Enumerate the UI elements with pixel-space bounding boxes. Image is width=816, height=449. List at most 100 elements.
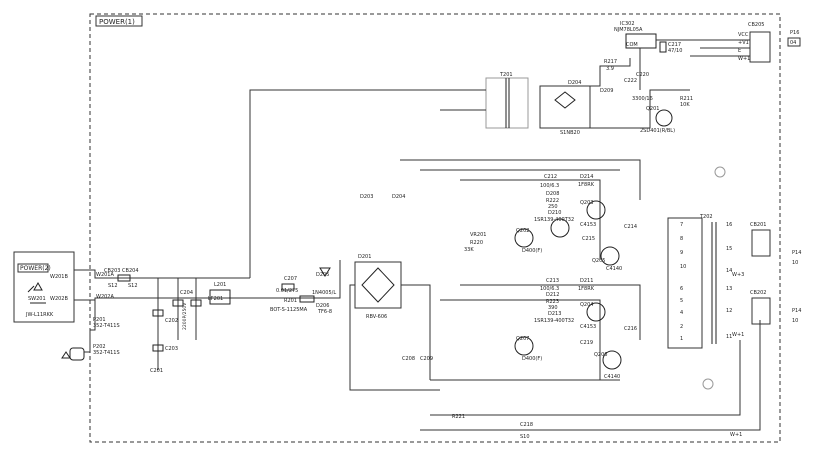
inv-top-d1: D203 bbox=[360, 194, 373, 200]
inv-top-vr: VR201 bbox=[470, 232, 486, 238]
input-w1: W201B bbox=[50, 274, 68, 280]
aux-r1: R217 bbox=[604, 59, 617, 65]
filter-c4: C201 bbox=[150, 368, 163, 374]
out-j1: P14 bbox=[792, 250, 801, 256]
bridge-c2: C209 bbox=[420, 356, 433, 362]
inv-top-r: R222 bbox=[546, 198, 559, 204]
small-r-part: BOT-S-1125MA bbox=[270, 307, 308, 313]
out-j1-val: 10 bbox=[792, 260, 798, 266]
small-r: R201 bbox=[284, 298, 297, 304]
out-conn-pin-3: W+1 bbox=[738, 56, 750, 62]
small-fuse: TF6-8 bbox=[317, 309, 332, 315]
out-t-l5: 5 bbox=[680, 298, 683, 304]
switch-part: JW-L11RKK bbox=[25, 312, 54, 318]
aux-c3: C220 bbox=[636, 72, 649, 78]
aux-q-part: 2SD401(R/BL) bbox=[640, 128, 675, 134]
out-t-l4: 6 bbox=[680, 286, 683, 292]
inverter-bottom: C213 100/6.3 D211 1F8RK D212 R223 390 D2… bbox=[430, 278, 641, 381]
out-cb2: CB202 bbox=[750, 290, 766, 296]
aux-d1: D209 bbox=[600, 88, 613, 94]
input-val-b: S12 bbox=[128, 283, 138, 289]
filter-val: 2200P/250V bbox=[182, 302, 188, 330]
inv-top-c-val: 100/6.3 bbox=[540, 183, 559, 189]
aux-q: Q201 bbox=[646, 106, 659, 112]
aux-bridge: D204 bbox=[568, 80, 581, 86]
inv-top-q3: Q202 bbox=[516, 228, 529, 234]
inv-top-d4: D208 bbox=[546, 191, 559, 197]
aux-ic-part: NJM78L05A bbox=[614, 27, 643, 33]
input-box-title: POWER(2) bbox=[20, 265, 51, 272]
aux-bridge-part: S1NB20 bbox=[560, 130, 580, 136]
inv-bot-c-val: 100/6.3 bbox=[540, 286, 559, 292]
output-transformer: T202 7 8 9 10 6 5 4 2 1 16 15 14 13 12 1… bbox=[667, 214, 732, 349]
out-t-l3: 10 bbox=[680, 264, 686, 270]
power-plug: P201 352-T411S P202 352-T411S bbox=[61, 317, 120, 361]
inv-bot-c3: C219 bbox=[580, 340, 593, 346]
out-cb1-pins: W+3 bbox=[732, 272, 744, 278]
bottom-c-val: S10 bbox=[520, 434, 530, 440]
input-val-a: S12 bbox=[108, 283, 118, 289]
main-bridge: D201 RBV-606 C208 C209 bbox=[349, 254, 440, 391]
inv-top-r2: R220 bbox=[470, 240, 483, 246]
small-d-part: 1N4005/L bbox=[312, 290, 336, 296]
out-t-r1: 15 bbox=[726, 246, 732, 252]
filter-c1: C204 bbox=[180, 290, 193, 296]
bridge-ref: D201 bbox=[358, 254, 371, 260]
small-d: D205 bbox=[316, 272, 329, 278]
out-j2-val: 10 bbox=[792, 318, 798, 324]
out-connectors: CB201 W+3 CB202 W+1 P14 10 P14 10 bbox=[702, 166, 801, 390]
inv-bot-q2-part: C4140 bbox=[604, 374, 620, 380]
aux-c2: C222 bbox=[624, 78, 637, 84]
out-conn-pin-2: E bbox=[738, 48, 741, 54]
inv-top-d2: D204 bbox=[392, 194, 405, 200]
board-outline bbox=[89, 13, 781, 443]
bottom-c: C218 bbox=[520, 422, 533, 428]
out-conn-ref: CB205 bbox=[748, 22, 764, 28]
aux-r2-val: 10K bbox=[680, 102, 690, 108]
bottom-wiring: R221 C218 S10 W+1 bbox=[420, 320, 761, 440]
filter-lf: LF201 bbox=[208, 296, 223, 302]
out-conn-jack-val: 04 bbox=[790, 40, 796, 46]
out-t-l8: 1 bbox=[680, 336, 683, 342]
inverter-top: D203 D204 C212 100/6.3 D214 1F8RK D208 R… bbox=[360, 159, 641, 272]
board-title: POWER(1) bbox=[99, 18, 135, 26]
input-box: POWER(2) W201B W202B SW201 JW-L11RKK bbox=[13, 251, 75, 323]
inv-top-c3: C215 bbox=[582, 236, 595, 242]
aux-ic-pins: COM bbox=[626, 42, 638, 48]
out-t-l1: 8 bbox=[680, 236, 683, 242]
inv-top-q1-part: C4153 bbox=[580, 222, 596, 228]
output-connector: CB205 VCC +V1 E W+1 P16 04 bbox=[690, 22, 801, 63]
plug-p2-part: 352-T411S bbox=[93, 350, 120, 356]
out-t-r0: 16 bbox=[726, 222, 732, 228]
bottom-w: W+1 bbox=[730, 432, 742, 438]
input-w-b: W202A bbox=[96, 294, 114, 300]
inv-bot-d2: D212 bbox=[546, 292, 559, 298]
out-t-r3: 13 bbox=[726, 286, 732, 292]
inv-bot-d1-part: 1F8RK bbox=[578, 286, 595, 292]
aux-ic: IC302 bbox=[620, 21, 635, 27]
aux-c1-val: 47/10 bbox=[668, 48, 682, 54]
inv-top-q2: Q205 bbox=[592, 258, 605, 264]
aux-r1-val: 3.9 bbox=[606, 66, 614, 72]
board-title-box bbox=[95, 15, 143, 27]
bridge-part: RBV-606 bbox=[366, 314, 387, 320]
out-t-l0: 7 bbox=[680, 222, 683, 228]
out-conn-pin-0: VCC bbox=[738, 32, 749, 38]
small-c-val: 0.01/275 bbox=[276, 288, 298, 294]
inv-top-q3-part: D400(F) bbox=[522, 248, 542, 254]
bridge-c: C208 bbox=[402, 356, 415, 362]
inv-top-d5-part: 1SR139-400T32 bbox=[534, 217, 574, 223]
inv-top-r-val: 250 bbox=[548, 204, 558, 210]
out-conn-jack: P16 bbox=[790, 30, 799, 36]
inv-bot-q2: Q206 bbox=[594, 352, 607, 358]
out-j2: P14 bbox=[792, 308, 801, 314]
inv-top-q1: Q203 bbox=[580, 200, 593, 206]
out-conn-pin-1: +V1 bbox=[738, 40, 749, 46]
input-cb-pair: CB203 CB204 bbox=[104, 268, 139, 274]
filter-c2: C202 bbox=[165, 318, 178, 324]
aux-r2: R211 bbox=[680, 96, 693, 102]
filter-ref: L201 bbox=[214, 282, 226, 288]
aux-transformer: T201 D204 S1NB20 IC302 NJM78L05A COM C21… bbox=[420, 21, 710, 136]
inv-top-r2-val: 33K bbox=[464, 247, 474, 253]
